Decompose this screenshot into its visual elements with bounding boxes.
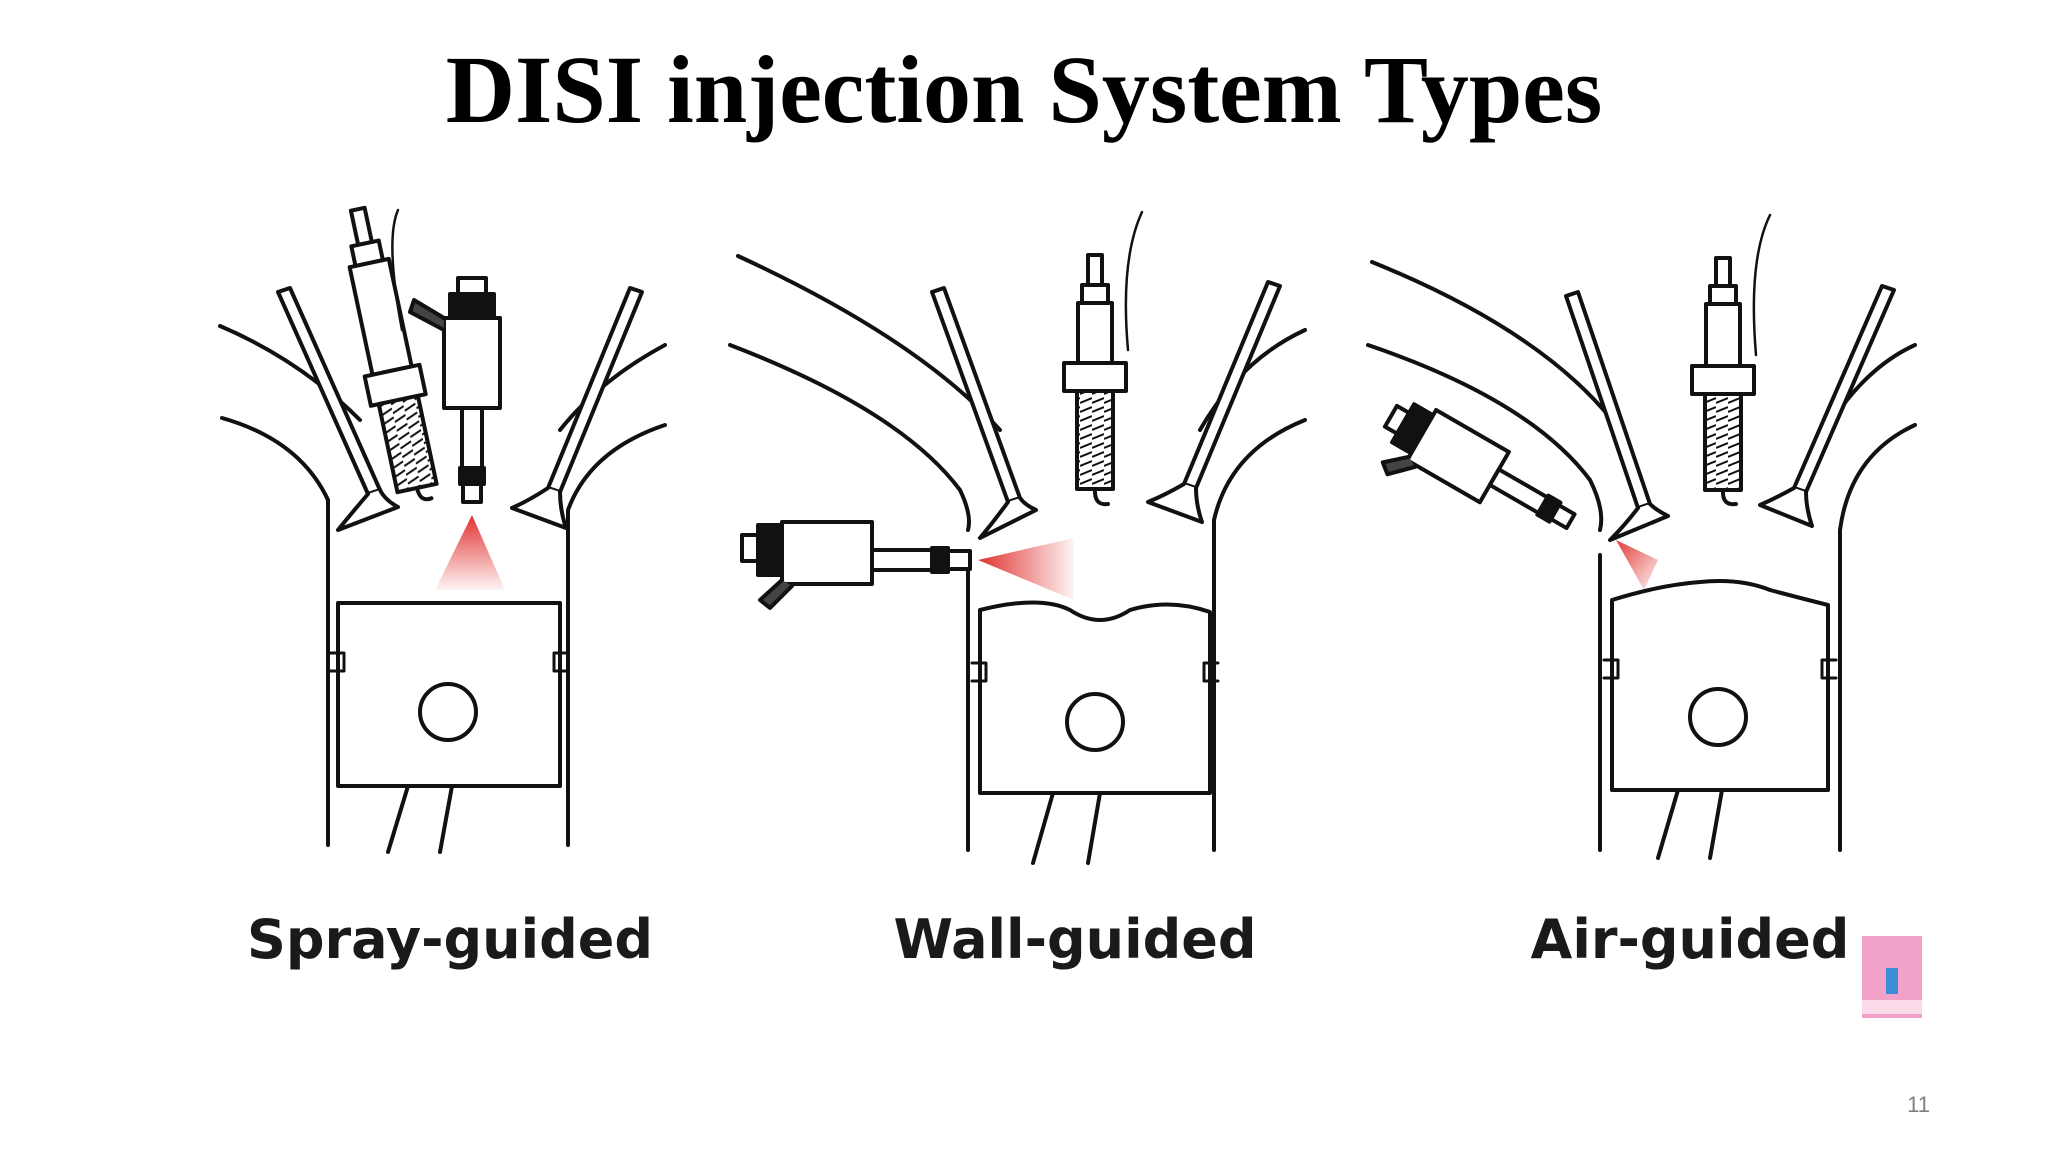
piston-ring-left bbox=[1602, 658, 1620, 680]
intake-valve bbox=[930, 286, 1038, 540]
connecting-rod-left bbox=[386, 784, 410, 854]
piston-ring-left bbox=[970, 661, 988, 683]
connecting-rod-left bbox=[1656, 788, 1680, 860]
exhaust-valve bbox=[1758, 284, 1896, 528]
wall-guided-diagram bbox=[728, 210, 1307, 865]
exhaust-port-lower-wall bbox=[1212, 418, 1307, 852]
piston-ring-left bbox=[328, 651, 346, 673]
slide-title: DISI injection System Types bbox=[445, 36, 1603, 143]
connecting-rod-right bbox=[438, 784, 454, 854]
connecting-rod-right bbox=[1708, 788, 1724, 860]
intake-port-upper-wall bbox=[218, 324, 362, 422]
fuel-injector bbox=[408, 276, 502, 504]
fuel-injector bbox=[1380, 402, 1577, 531]
intake-valve bbox=[1564, 290, 1670, 542]
exhaust-valve bbox=[1146, 280, 1282, 524]
piston-pin bbox=[418, 682, 478, 742]
exhaust-port-lower-wall bbox=[1838, 423, 1917, 852]
piston-ring-right bbox=[1202, 661, 1220, 683]
ignition-wire bbox=[1124, 210, 1144, 352]
piston bbox=[970, 600, 1220, 795]
connecting-rod-left bbox=[1031, 791, 1055, 865]
wall-guided-caption: Wall-guided bbox=[893, 908, 1256, 971]
intake-port-lower-wall bbox=[728, 343, 971, 532]
piston-pin bbox=[1688, 687, 1748, 747]
spray-guided-caption: Spray-guided bbox=[247, 908, 653, 971]
page-number: 11 bbox=[1907, 1092, 1930, 1117]
exhaust-valve bbox=[510, 286, 644, 530]
intake-port-lower-wall bbox=[220, 416, 330, 847]
connecting-rod-right bbox=[1086, 791, 1102, 865]
intake-port-lower-wall bbox=[1366, 343, 1604, 532]
fuel-spray-cone bbox=[1616, 540, 1658, 590]
spark-plug bbox=[347, 205, 439, 502]
spark-plug bbox=[1690, 256, 1756, 507]
intake-valve bbox=[276, 286, 400, 532]
exhaust-port-lower-wall bbox=[566, 423, 667, 847]
intake-port-upper-wall bbox=[1370, 260, 1614, 422]
spray-guided-diagram bbox=[218, 205, 667, 854]
piston bbox=[1602, 579, 1838, 792]
piston-ring-right bbox=[552, 651, 570, 673]
piston-pin bbox=[1065, 692, 1125, 752]
fuel-spray-cone bbox=[978, 538, 1074, 600]
ignition-wire bbox=[1752, 213, 1772, 357]
spark-plug bbox=[1062, 253, 1128, 507]
air-guided-diagram bbox=[1366, 213, 1917, 860]
fuel-injector bbox=[740, 520, 972, 610]
ignition-wire bbox=[391, 208, 404, 332]
fuel-spray-cone bbox=[435, 515, 505, 590]
injection-diagrams: Spray-guided bbox=[218, 205, 1922, 1018]
air-guided-caption: Air-guided bbox=[1531, 908, 1850, 971]
piston-ring-right bbox=[1820, 658, 1838, 680]
image-artifact bbox=[1862, 936, 1922, 1018]
piston bbox=[328, 601, 570, 788]
